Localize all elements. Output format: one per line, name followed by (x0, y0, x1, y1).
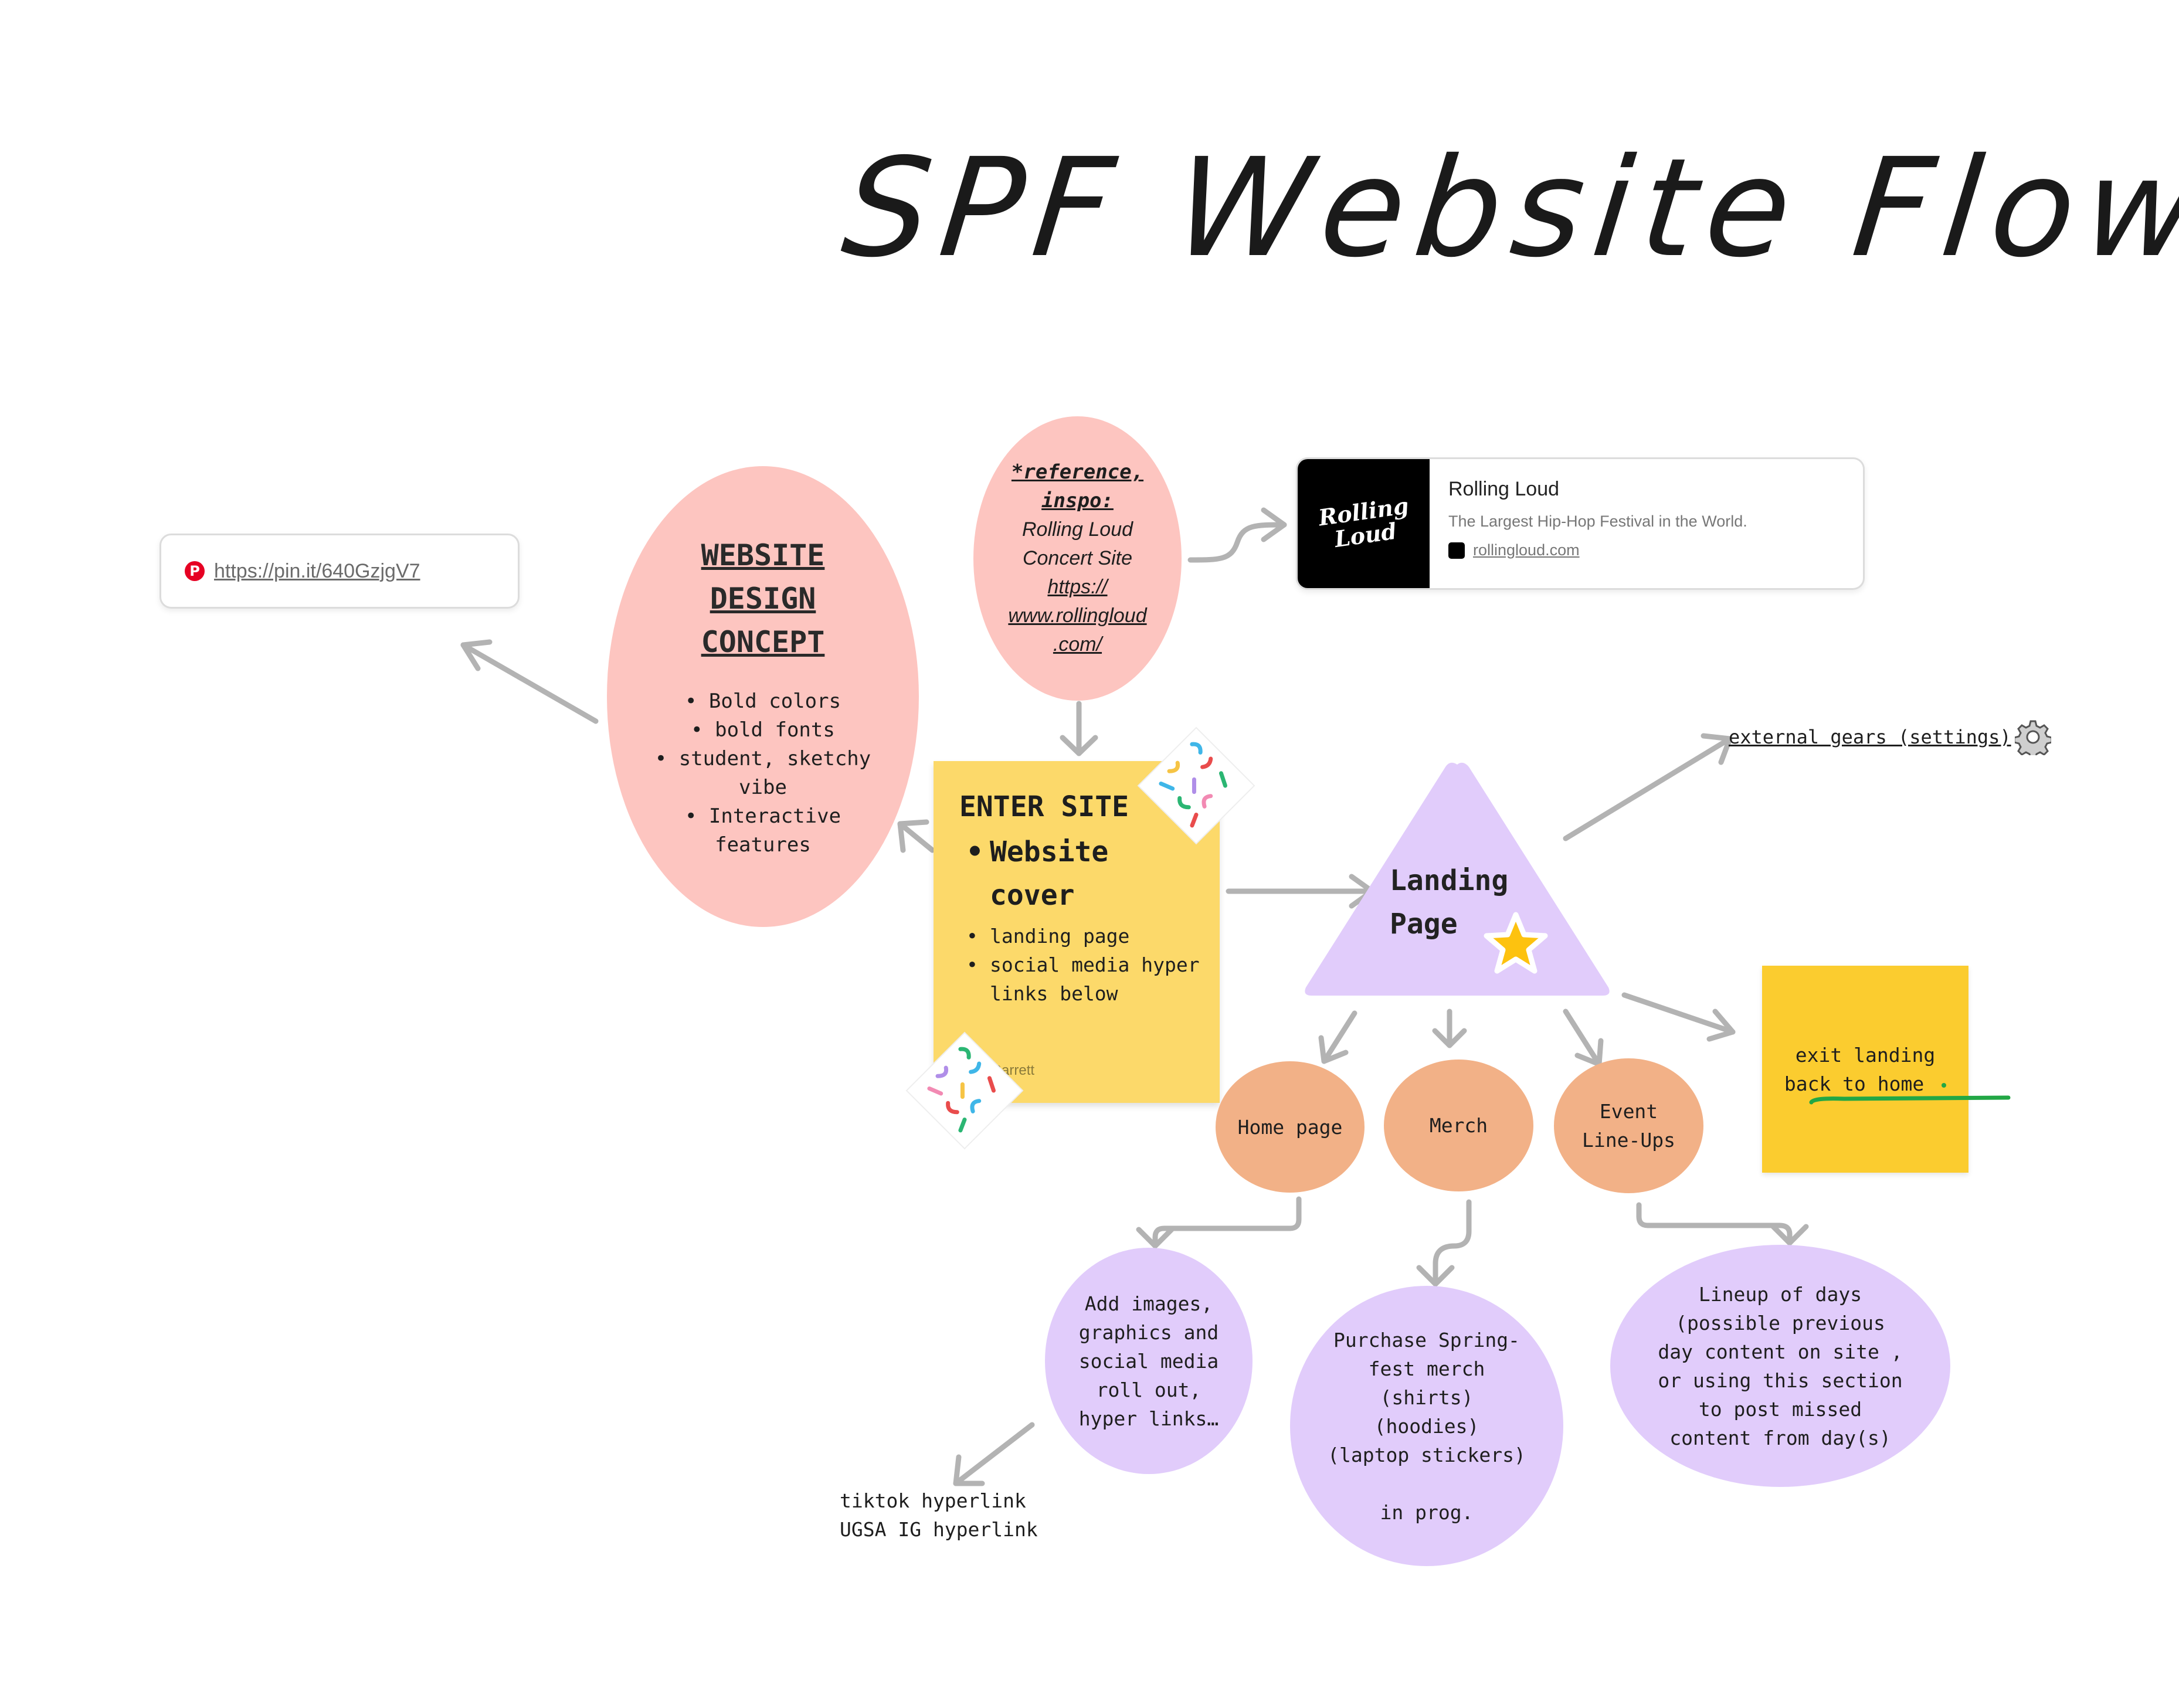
enter-site-heading: ENTER SITE (959, 790, 1129, 823)
merch-details-line: (shirts) (1380, 1386, 1474, 1409)
enter-site-small-bullet: •social media hyper links below (966, 953, 1200, 1005)
rolling-loud-logo: Rolling Loud (1298, 459, 1430, 588)
merch-label: Merch (1429, 1114, 1488, 1137)
arrow-landing-to-home (1318, 1010, 1357, 1064)
lineup-details-line: day content on site , (1658, 1340, 1903, 1363)
home-details-line: hyper links… (1078, 1407, 1219, 1430)
rolling-loud-card-domain[interactable]: rollingloud.com (1473, 541, 1580, 559)
reference-oval[interactable]: *reference, inspo: Rolling Loud Concert … (973, 416, 1182, 701)
merch-details-line: (laptop stickers) (1328, 1443, 1526, 1466)
reference-heading-line: *reference, (1011, 460, 1144, 484)
arrow-reference-to-card (1187, 507, 1287, 563)
lineup-details-line: to post missed (1698, 1397, 1862, 1421)
arrow-landing-to-merch (1432, 1008, 1467, 1048)
merch-details-line: (hoodies) (1374, 1414, 1479, 1438)
exit-note-line2: back to home (1784, 1072, 1925, 1095)
rolling-loud-link-card[interactable]: Rolling Loud Rolling Loud The Largest Hi… (1296, 457, 1865, 590)
arrow-landing-to-exit (1621, 992, 1736, 1042)
arrow-merch-to-details (1416, 1199, 1472, 1287)
exit-note-line1: exit landing (1795, 1044, 1936, 1067)
merch-details-line: in prog. (1380, 1500, 1474, 1524)
lineup-details-line: content from day(s) (1669, 1426, 1891, 1449)
concept-bullet: • student, sketchy vibe (654, 747, 871, 799)
lineup-details-line: Lineup of days (1698, 1282, 1862, 1306)
star-icon (1484, 912, 1548, 974)
home-page-oval[interactable]: Home page (1216, 1061, 1365, 1193)
home-page-label: Home page (1237, 1115, 1343, 1139)
pin-link-card[interactable]: P https://pin.it/640GzjgV7 (159, 534, 520, 609)
arrow-details-to-hyperlinks (953, 1422, 1035, 1486)
external-gears-label[interactable]: external gears (settings) (1729, 719, 2051, 755)
merch-details-line: Purchase Spring- (1333, 1328, 1520, 1352)
rolling-loud-card-description: The Largest Hip-Hop Festival in the Worl… (1448, 512, 1747, 530)
pin-link-url[interactable]: https://pin.it/640GzjgV7 (214, 559, 420, 582)
enter-site-small-bullet: •landing page (966, 925, 1130, 948)
reference-heading: *reference, inspo: (1012, 458, 1143, 515)
event-lineups-oval[interactable]: Event Line-Ups (1554, 1058, 1703, 1193)
merch-oval[interactable]: Merch (1384, 1060, 1533, 1191)
exit-landing-note[interactable]: exit landing back to home (1762, 966, 1968, 1173)
concept-bullet: • Bold colors (684, 690, 841, 713)
rolling-loud-logo-text: Rolling Loud (1316, 492, 1410, 552)
lineup-details-line: (possible previous (1675, 1311, 1885, 1335)
reference-link-line: www.rollingloud (1008, 605, 1147, 627)
arrow-landing-to-event (1563, 1008, 1604, 1067)
landing-page-label: Landing Page (1390, 864, 1509, 940)
green-underline-stroke (1809, 1095, 2011, 1105)
confetti-sticker-top (1137, 726, 1255, 845)
reference-link[interactable]: https:// www.rollingloud .com/ (1008, 573, 1146, 659)
confetti-sticker-bottom (905, 1031, 1024, 1150)
concept-heading-line: WEBSITE (701, 538, 825, 572)
external-gears-text: external gears (settings) (1729, 726, 2011, 748)
tiktok-hyperlink[interactable]: tiktok hyperlink (840, 1489, 1026, 1512)
hyperlinks-text: tiktok hyperlink UGSA IG hyperlink (840, 1486, 1038, 1544)
arrow-home-to-details (1136, 1196, 1302, 1249)
lineup-details-oval[interactable]: Lineup of days (possible previous day co… (1610, 1245, 1950, 1487)
enter-site-big-bullet-text: Website cover (990, 836, 1109, 912)
merch-details-oval[interactable]: Purchase Spring- fest merch (shirts) (ho… (1290, 1286, 1563, 1566)
gear-icon (2014, 719, 2051, 755)
lineup-details-line: or using this section (1658, 1369, 1903, 1392)
arrow-concept-to-pin (460, 639, 599, 724)
concept-bullet: • bold fonts (691, 718, 835, 742)
enter-site-small-bullets: •landing page •social media hyper links … (959, 922, 1220, 1008)
reference-line: Concert Site (1022, 547, 1133, 569)
arrow-enter-to-concept (897, 819, 935, 853)
reference-link-line: .com/ (1053, 633, 1102, 656)
rolling-loud-favicon-icon (1448, 542, 1465, 559)
home-details-line: social media (1078, 1349, 1219, 1373)
home-details-line: Add images, (1084, 1292, 1213, 1315)
merch-details-line: fest merch (1368, 1357, 1485, 1380)
home-details-oval[interactable]: Add images, graphics and social media ro… (1045, 1248, 1253, 1474)
ugsa-ig-hyperlink[interactable]: UGSA IG hyperlink (840, 1518, 1038, 1541)
rolling-loud-card-body: Rolling Loud The Largest Hip-Hop Festiva… (1430, 459, 1747, 588)
home-details-line: graphics and (1078, 1320, 1219, 1344)
event-lineups-label: Event Line-Ups (1582, 1100, 1675, 1152)
enter-site-big-bullet: • Website cover (959, 830, 1220, 917)
home-details-line: roll out, (1096, 1378, 1201, 1401)
design-concept-heading: WEBSITE DESIGN CONCEPT (701, 534, 825, 664)
pinterest-icon: P (185, 561, 205, 581)
arrow-landing-to-gears (1563, 733, 1733, 841)
exit-note-line2-row: back to home (1762, 1069, 1968, 1098)
arrow-event-to-details (1636, 1202, 1809, 1246)
design-concept-bullets: • Bold colors • bold fonts • student, sk… (636, 687, 890, 860)
concept-heading-line: DESIGN (710, 582, 816, 616)
reference-link-line: https:// (1047, 576, 1108, 598)
reference-heading-line: inspo: (1041, 489, 1114, 512)
rolling-loud-card-title: Rolling Loud (1448, 478, 1560, 500)
arrow-reference-to-enter (1060, 701, 1098, 756)
concept-bullet: • Interactive features (684, 804, 841, 857)
reference-line: Rolling Loud (1021, 518, 1133, 541)
design-concept-oval[interactable]: WEBSITE DESIGN CONCEPT • Bold colors • b… (607, 466, 919, 927)
rolling-loud-card-domain-row: rollingloud.com (1448, 541, 1747, 559)
concept-heading-line: CONCEPT (701, 625, 825, 659)
green-dot (1942, 1082, 1947, 1088)
